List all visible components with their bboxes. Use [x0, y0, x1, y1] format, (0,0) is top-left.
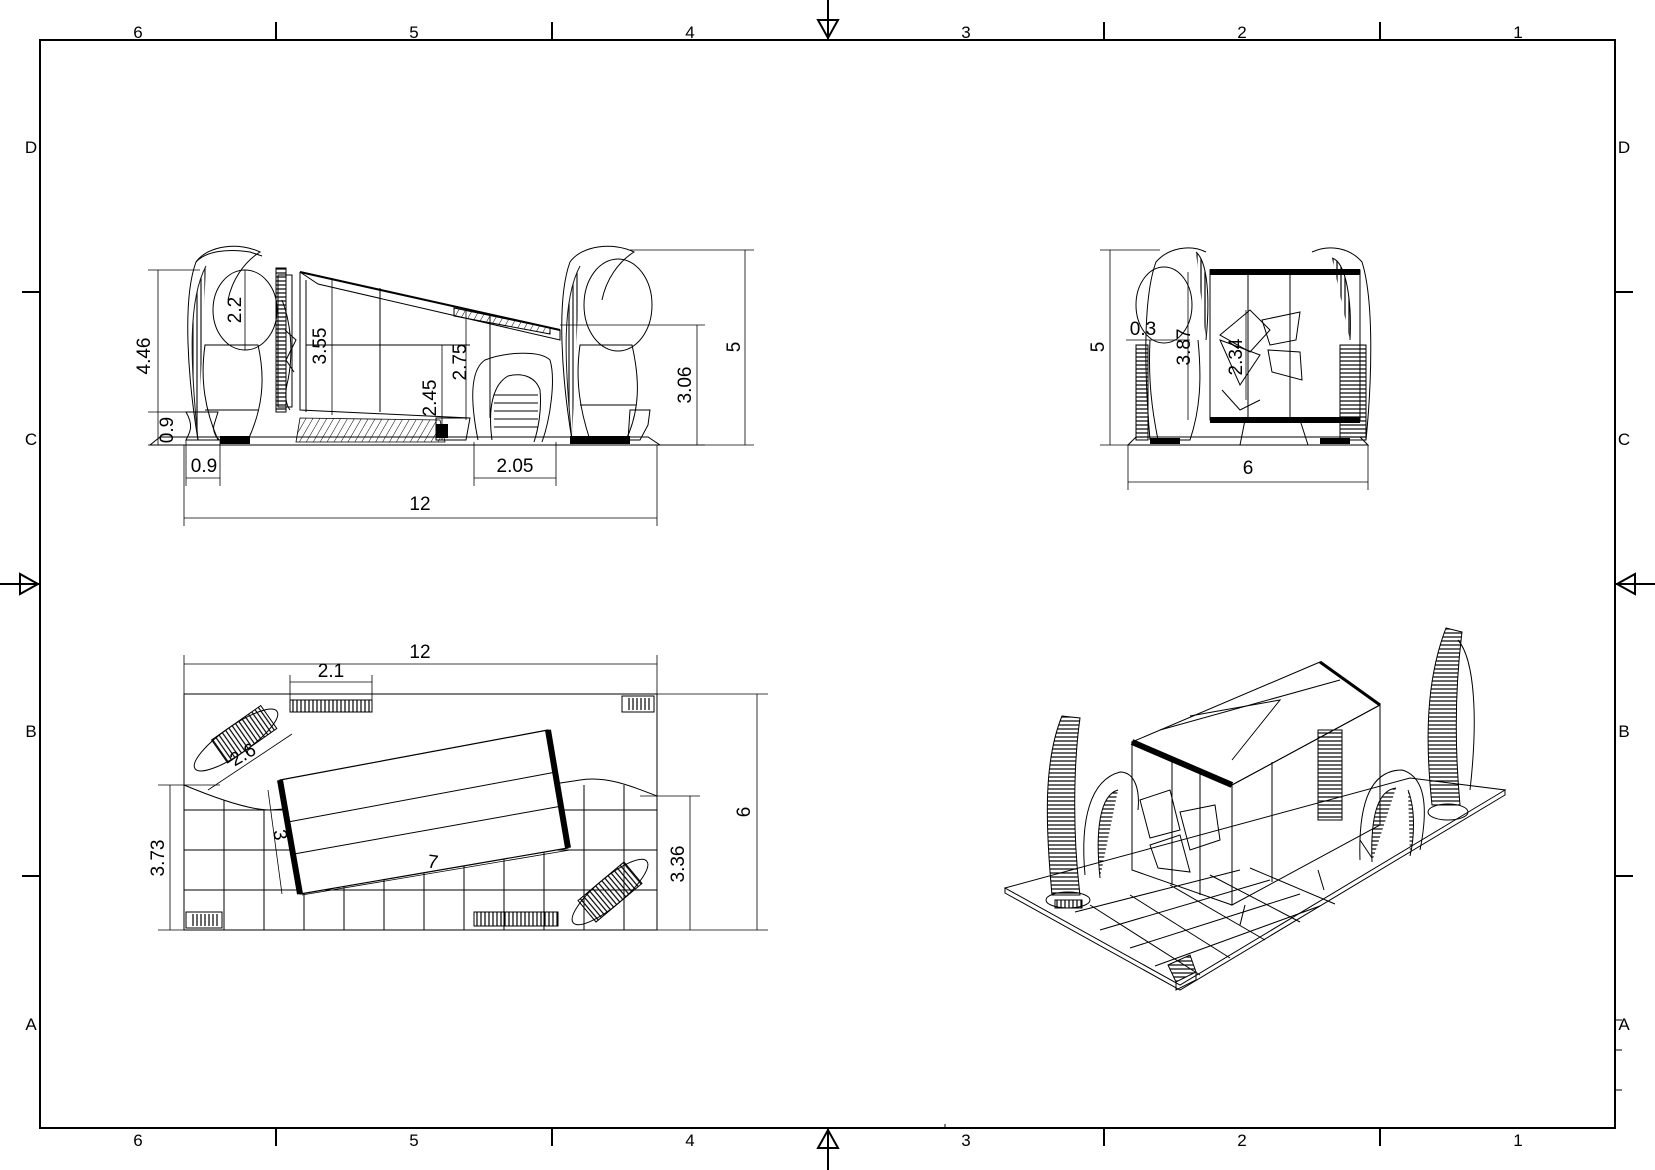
dim-3-55: 3.55 [310, 328, 331, 365]
dim-plan-12: 12 [409, 642, 430, 663]
side-dimension-labels: 5 0.3 3.87 2.34 6 [1088, 319, 1253, 479]
zone-row-right-c: C [1618, 430, 1630, 449]
zone-col-top-3: 3 [961, 23, 970, 42]
zone-col-top-4: 4 [685, 23, 694, 42]
center-mark-right [1614, 572, 1655, 596]
zone-col-bottom-6: 6 [133, 1131, 142, 1150]
dim-side-0-3: 0.3 [1130, 319, 1156, 340]
center-mark-bottom [816, 1127, 840, 1170]
dim-side-3-87: 3.87 [1174, 329, 1195, 366]
iso-tree-right [1427, 627, 1475, 821]
front-dimension-labels: 4.46 2.2 3.55 2.75 2.45 3.06 5 0.9 0.9 2… [134, 297, 745, 515]
side-right-tree [1311, 247, 1372, 441]
plan-tree-bottom-right [571, 858, 649, 926]
dim-3-06: 3.06 [675, 367, 696, 404]
dim-side-2-34: 2.34 [1226, 338, 1247, 375]
plan-dimensions [158, 655, 768, 931]
zone-col-top-2: 2 [1237, 23, 1246, 42]
zone-row-right-a: A [1618, 1015, 1630, 1034]
dim-0-9-horizontal: 0.9 [191, 456, 217, 477]
dim-2-75: 2.75 [450, 344, 471, 381]
dim-plan-2-1: 2.1 [318, 661, 344, 682]
dim-plan-3-73: 3.73 [148, 840, 169, 877]
iso-main-box [1130, 660, 1381, 926]
zone-col-bottom-1: 1 [1513, 1131, 1522, 1150]
plan-block-top-right [621, 695, 655, 713]
front-right-tree [561, 245, 653, 444]
side-dimensions [1100, 249, 1369, 490]
dim-plan-3-36: 3.36 [668, 846, 689, 883]
zone-row-left-b: B [25, 722, 36, 741]
dim-side-5: 5 [1088, 342, 1109, 353]
center-mark-left [0, 572, 41, 596]
front-main-box [275, 267, 561, 443]
zone-col-bottom-2: 2 [1237, 1131, 1246, 1150]
zone-col-bottom-4: 4 [685, 1131, 694, 1150]
dim-plan-6: 6 [734, 807, 755, 818]
zone-col-top-5: 5 [409, 23, 418, 42]
zone-row-left-c: C [25, 430, 37, 449]
zone-col-top-6: 6 [133, 23, 142, 42]
dim-2-2: 2.2 [225, 297, 246, 323]
side-view: 5 0.3 3.87 2.34 6 [1088, 247, 1372, 490]
plan-dimension-labels: 12 2.1 2.6 3 7 3.73 3.36 6 [148, 642, 755, 882]
dim-2-45: 2.45 [420, 380, 441, 417]
iso-arch-right [1359, 769, 1425, 863]
front-dimensions [148, 249, 754, 526]
front-door [472, 352, 553, 443]
dim-plan-7: 7 [426, 851, 439, 873]
zone-col-bottom-3: 3 [961, 1131, 970, 1150]
plan-tree-top-left [193, 704, 279, 772]
plan-bench-top [289, 699, 373, 713]
iso-floor-grid [1074, 867, 1336, 976]
plan-bench-bottom [473, 911, 559, 927]
dim-5: 5 [724, 342, 745, 353]
front-left-tree [187, 245, 278, 444]
front-view: 4.46 2.2 3.55 2.75 2.45 3.06 5 0.9 0.9 2… [134, 245, 754, 526]
plan-view: 12 2.1 2.6 3 7 3.73 3.36 6 [148, 642, 768, 931]
dim-side-6: 6 [1243, 458, 1254, 479]
dim-plan-3: 3 [268, 828, 291, 842]
dim-12: 12 [409, 494, 430, 515]
zone-row-left-a: A [25, 1015, 37, 1034]
zone-col-top-1: 1 [1513, 23, 1522, 42]
dim-2-05: 2.05 [497, 456, 534, 477]
zone-row-left-d: D [25, 138, 37, 157]
iso-stool-front [1167, 954, 1197, 991]
zone-row-right-d: D [1618, 138, 1630, 157]
plan-main-box [277, 729, 571, 895]
center-mark-top [816, 0, 840, 41]
iso-arch-left [1083, 771, 1139, 879]
zone-row-right-b: B [1618, 722, 1629, 741]
side-left-tree [1135, 247, 1209, 441]
iso-tree-left [1045, 715, 1091, 909]
isometric-view [1003, 627, 1507, 991]
zone-col-bottom-5: 5 [409, 1131, 418, 1150]
dim-0-9-vertical: 0.9 [157, 417, 178, 443]
zone-labels: 6 5 4 3 2 1 6 5 4 3 2 1 D C B A D C B A [25, 23, 1630, 1150]
dim-4-46: 4.46 [134, 338, 155, 375]
